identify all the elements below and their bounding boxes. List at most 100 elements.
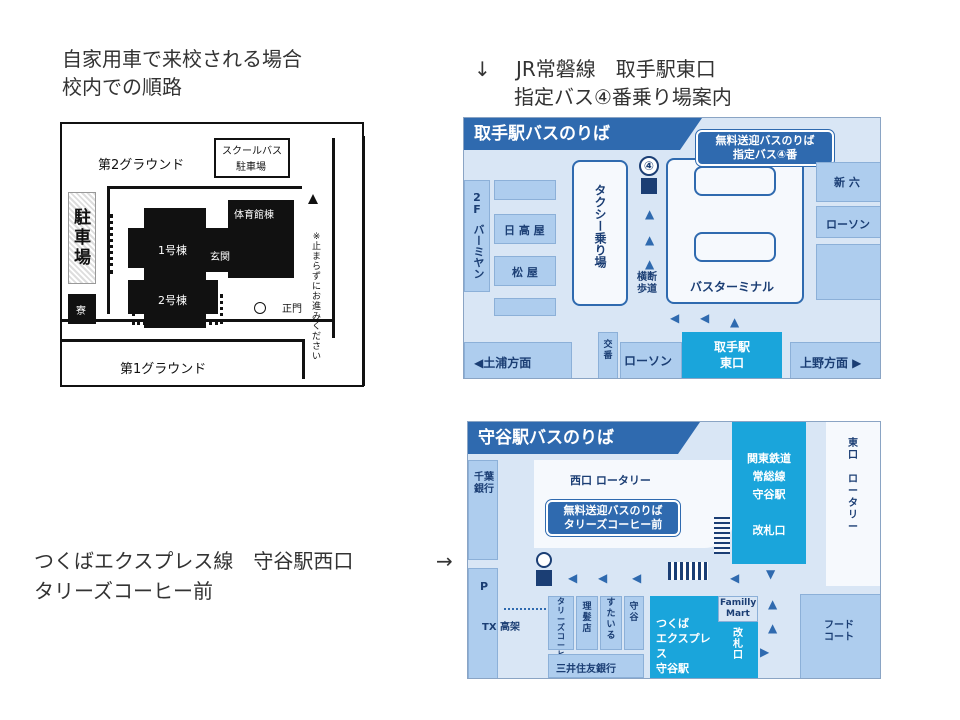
bldg2-label: 2号棟 [158,294,187,307]
toride-title: 取手駅バスのりば [464,118,680,150]
main-gate-label: 正門 [282,304,302,315]
bamiyan-label: バーミヤン [472,224,485,279]
parking-p [468,568,498,678]
free-bus-bubble: 無料送迎バスのりば 指定バス④番 [696,130,834,166]
gym-building [228,200,294,278]
down-arrow-icon: ↓ [474,57,491,81]
tx-moriya-station: つくば エクスプレス 守谷駅 [650,596,718,678]
car-caption-line2: 校内での順路 [62,75,182,99]
crosswalk-stripes-vertical [714,514,730,554]
kanto-gate: 改札口 [752,524,786,537]
bubble-line1: 無料送迎バスのりば [715,134,815,147]
moriya-bus-map: 千葉 銀行 P TX 高架 西口 ロータリー 無料送迎バスのりば タリーズコーヒ… [467,421,881,679]
familymart [718,596,758,622]
arrow-up-icon: ▲ [730,315,740,329]
jr-caption-line1: JR常磐線 取手駅東口 [516,57,716,81]
matsuya-building [494,256,556,286]
tx-gate: 改 札 口 [718,622,758,678]
east-rotary [826,422,880,586]
arrow-up-icon: ▲ [645,257,655,271]
tx-elevated-label: TX 高架 [482,622,521,633]
moriya-bubble-line1: 無料送迎バスのりば [563,504,663,517]
arrow-up-icon: ▲ [768,621,778,635]
route-dots-left [132,290,135,322]
bamiyan-building [464,180,490,292]
road-campus-left [107,186,110,314]
mitsui-bank [548,654,644,678]
familymart-line2: Mart [726,609,750,619]
route-dots-parking [110,214,113,274]
mitsui-label: 三井住友銀行 [556,664,616,675]
terminal-island-top [694,166,776,196]
block-right [816,244,880,300]
toride-bus-map: 2 F バーミヤン 日 高 屋 松 屋 タクシー乗り場 バスターミナル 横断 歩… [463,117,881,379]
moriya-small-label: 守 谷 [629,602,639,623]
arrow-left-icon: ◀ [670,311,680,325]
bus-stop-circle-icon [536,552,552,568]
hidakaya-building [494,214,556,244]
route-dots-up [220,294,223,324]
arrow-up-icon: ▲ [645,233,655,247]
free-bus-bubble-moriya: 無料送迎バスのりば タリーズコーヒー前 [546,500,680,536]
lawson-bottom-label: ローソン [624,354,673,368]
bus-stop-number: ④ [639,156,659,176]
road-vertical-inner [332,138,335,338]
tx-caption-line2: タリーズコーヒー前 [34,579,213,603]
west-rotary-label: 西口 ロータリー [570,474,651,487]
familymart-line1: Familly [720,598,757,608]
taxi-label: タクシー乗り場 [593,184,607,268]
school-bus-parking [214,138,290,178]
lawson-right-building [816,206,880,238]
right-arrow-icon: → [436,549,453,573]
bus-stop-sign-icon [641,178,657,194]
food-court [800,594,880,678]
chiba-bank-label: 千葉 銀行 [474,472,494,495]
barber-shop [576,596,598,650]
car-caption-line1: 自家用車で来校される場合 [62,47,302,71]
taxi-stand [572,160,628,306]
moriya-bubble-line2: タリーズコーヒー前 [563,518,663,531]
shinroku-label: 新 六 [834,176,860,189]
gate-circle-icon [254,302,266,314]
kanto-railway-station: 関東鉄道 常総線 守谷駅 改札口 [732,422,806,564]
tx-caption-line1: つくばエクスプレス線 守谷駅西口 [34,549,354,573]
east-rotary-label: 東 口 ロ ー タ リ ー [848,438,858,533]
arrow-right-icon: ▶ [760,645,770,659]
block-bottom-left [494,298,556,316]
entrance-label: 玄関 [210,252,230,263]
bus-stop-sign-icon [536,570,552,586]
koban-label: 交 番 [603,340,613,361]
tullys-shop [548,596,574,650]
ueno-direction: 上野方面 ▶ [800,356,862,370]
station-line2: 東口 [719,356,744,370]
food-court-label: フード コート [824,620,854,643]
campus-route-map: 第2グラウンド スクールバス 駐車場 駐 車 場 体育館棟 1号棟 玄関 2号棟… [60,122,365,387]
title-notch [678,422,700,454]
no-stop-note: ※ 止 ま ら ず に お 進 み く だ さ い [312,232,322,362]
p-label: P [480,580,489,593]
jr-caption-line2: 指定バス④番乗り場案内 [514,85,732,109]
arrow-left-icon: ◀ [568,571,578,585]
entrance-block [204,244,234,272]
title-notch [680,118,702,150]
tx-dots [504,608,546,610]
lawson-bottom [620,342,682,378]
arrow-left-icon: ◀ [598,571,608,585]
arrow-down-icon: ▼ [766,567,776,581]
sutaiiru-shop [600,596,622,650]
ground1-label: 第1グラウンド [120,362,207,377]
kanto-line1: 関東鉄道 [747,452,791,465]
crosswalk-label: 横断 歩道 [637,272,657,295]
arrow-up-icon: ▲ [768,597,778,611]
school-bus-label: スクールバス [222,146,282,157]
sutaiiru-label: す た い る [606,598,616,641]
shinroku-building [816,162,880,202]
lawson-right-label: ローソン [826,218,870,231]
route-dots-bottom [132,322,218,325]
crosswalk-stripes [668,562,708,580]
koban [598,332,618,378]
kanto-line3: 守谷駅 [752,488,786,501]
parking-lot [68,192,96,284]
tx-line1: つくば [656,617,689,630]
parking-label: 駐 車 場 [74,208,91,268]
